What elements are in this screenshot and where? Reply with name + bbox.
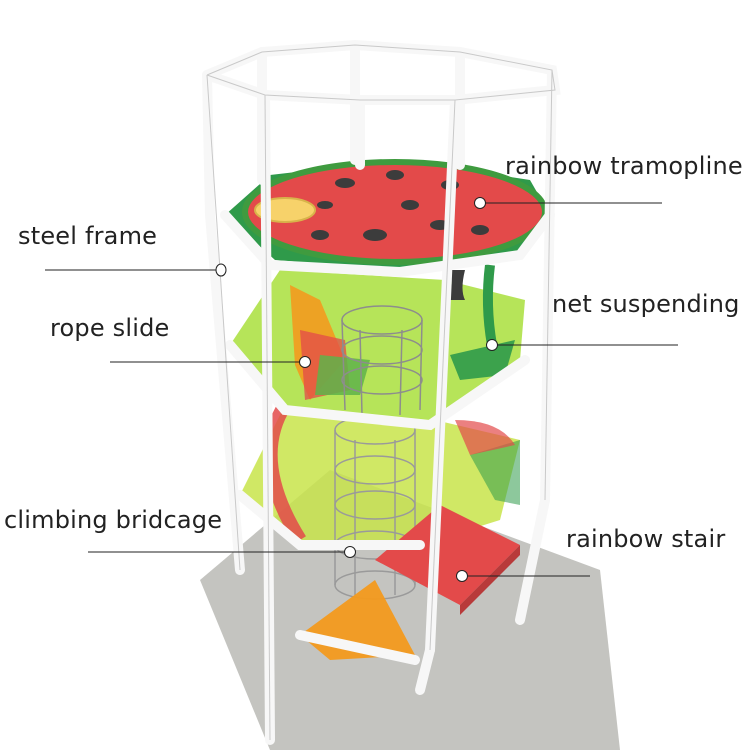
watermelon-seeds (311, 170, 489, 241)
leader-rainbow-trampoline (474, 197, 662, 209)
middle-cage (341, 305, 423, 416)
leader-net-suspending (486, 339, 678, 351)
watermelon-trampoline (225, 159, 550, 270)
marker-climbing-bridcage (344, 546, 356, 558)
label-climbing-bridcage: climbing bridcage (4, 506, 223, 534)
leader-rope-slide (110, 356, 311, 368)
marker-rainbow-stair (456, 570, 468, 582)
middle-platform (230, 264, 525, 425)
marker-rope-slide (299, 356, 311, 368)
label-rope-slide: rope slide (50, 314, 170, 342)
leader-rainbow-stair (456, 570, 590, 582)
label-net-suspending: net suspending (552, 290, 740, 318)
label-rainbow-stair: rainbow stair (566, 525, 726, 553)
label-rainbow-trampoline: rainbow tramopline (505, 152, 743, 180)
leader-steel-frame (45, 263, 227, 277)
marker-rainbow-trampoline (474, 197, 486, 209)
leader-climbing-bridcage (88, 546, 356, 558)
marker-steel-frame (215, 263, 227, 277)
marker-net-suspending (486, 339, 498, 351)
steel-frame-outline (206, 44, 556, 741)
rainbow-stair-steps (300, 505, 520, 660)
label-steel-frame: steel frame (18, 222, 158, 250)
